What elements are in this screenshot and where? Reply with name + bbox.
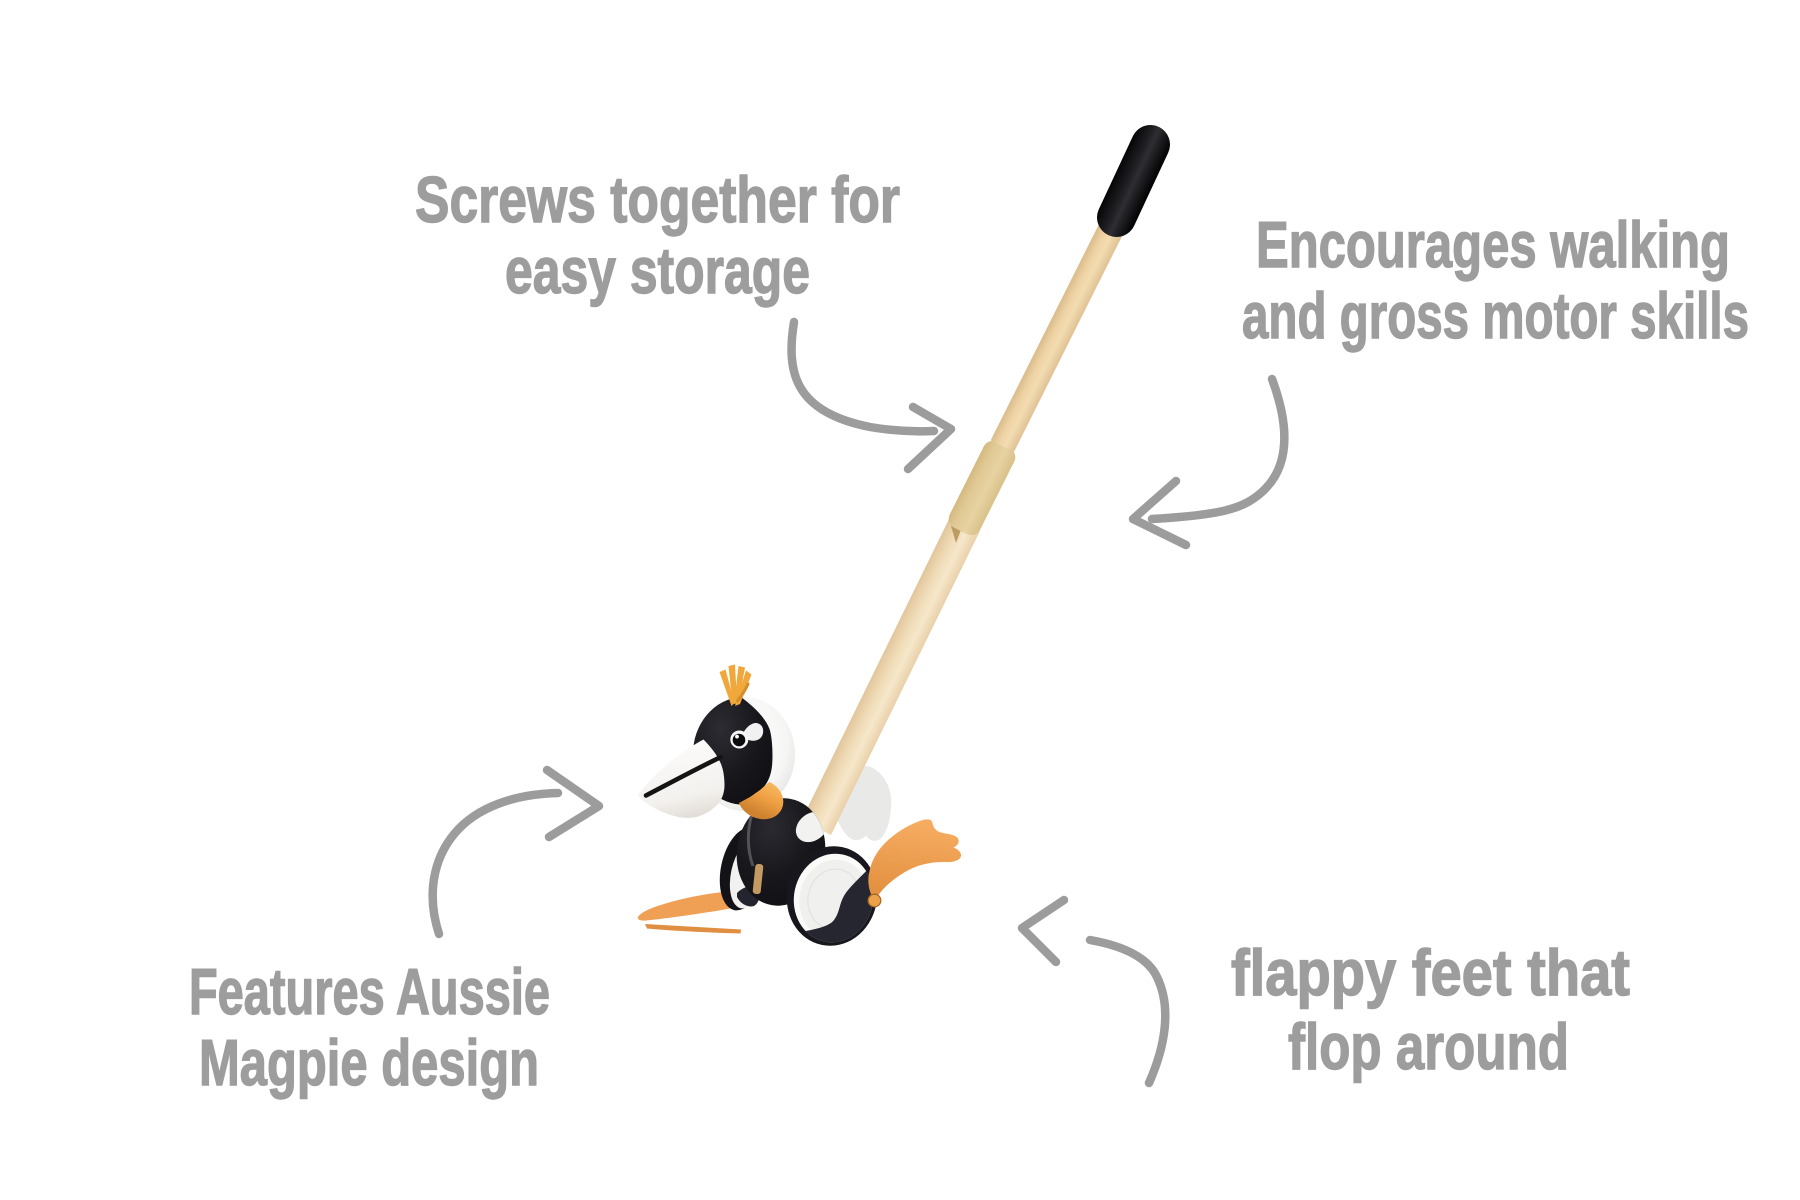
- svg-text:Magpie design: Magpie design: [199, 1026, 539, 1099]
- svg-text:and gross motor skills: and gross motor skills: [1242, 279, 1749, 352]
- svg-text:Encourages walking: Encourages walking: [1256, 208, 1730, 281]
- svg-text:flop around: flop around: [1288, 1010, 1569, 1083]
- svg-text:Screws together for: Screws together for: [415, 163, 900, 236]
- svg-text:Features Aussie: Features Aussie: [189, 955, 550, 1028]
- svg-text:easy storage: easy storage: [505, 234, 810, 307]
- svg-text:flappy feet that: flappy feet that: [1231, 936, 1630, 1009]
